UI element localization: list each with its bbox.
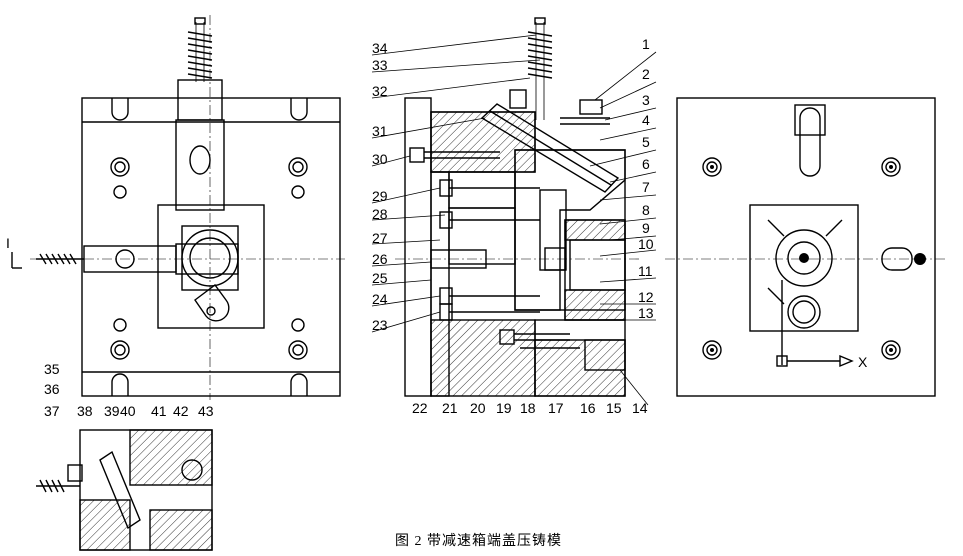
- left-plate-outline: [81, 97, 341, 397]
- leader-lines: [371, 34, 657, 406]
- part-label-7: 7: [642, 179, 650, 195]
- axis-indicator: X: [776, 280, 868, 370]
- part-label-24: 24: [372, 291, 388, 307]
- part-label-20: 20: [470, 400, 486, 416]
- figure-caption: 图 2 带减速箱端盖压铸模: [395, 534, 562, 549]
- part-label-21: 21: [442, 400, 458, 416]
- part-label-39: 39: [104, 403, 120, 419]
- part-label-12: 12: [638, 289, 654, 305]
- part-label-42: 42: [173, 403, 189, 419]
- part-label-5: 5: [642, 134, 650, 150]
- hatched-moving-plate: [430, 319, 536, 397]
- part-label-9: 9: [642, 220, 650, 236]
- part-number-labels: 1 2 3 4 5 6 7 8 9 10 11 12 13 14 22 21 2…: [44, 36, 654, 419]
- part-label-18: 18: [520, 400, 536, 416]
- part-label-37: 37: [44, 403, 60, 419]
- part-label-13: 13: [638, 305, 654, 321]
- part-label-10: 10: [638, 236, 654, 252]
- part-label-38: 38: [77, 403, 93, 419]
- part-label-33: 33: [372, 57, 388, 73]
- part-label-17: 17: [548, 400, 564, 416]
- part-label-8: 8: [642, 202, 650, 218]
- part-label-11: 11: [638, 263, 653, 279]
- angled-core-pin: [480, 103, 620, 193]
- center-section-view: [395, 17, 640, 397]
- part-label-41: 41: [151, 403, 167, 419]
- detail-view: [36, 429, 213, 551]
- part-label-1: 1: [642, 36, 650, 52]
- part-label-25: 25: [372, 270, 388, 286]
- part-label-32: 32: [372, 83, 388, 99]
- part-label-27: 27: [372, 230, 388, 246]
- axis-label-x: X: [858, 354, 868, 370]
- part-label-34: 34: [372, 40, 388, 56]
- part-label-29: 29: [372, 188, 388, 204]
- spring-center: [509, 17, 553, 120]
- part-label-35: 35: [44, 361, 60, 377]
- part-label-31: 31: [372, 123, 388, 139]
- part-label-23: 23: [372, 317, 388, 333]
- part-label-22: 22: [412, 400, 428, 416]
- section-label: I: [6, 235, 10, 251]
- section-mark-I: I: [6, 235, 22, 269]
- part-label-15: 15: [606, 400, 622, 416]
- part-label-2: 2: [642, 66, 650, 82]
- part-label-36: 36: [44, 381, 60, 397]
- part-label-16: 16: [580, 400, 596, 416]
- part-label-6: 6: [642, 156, 650, 172]
- spring-top: [187, 17, 213, 82]
- bolt-holes-left: [110, 157, 308, 360]
- part-label-19: 19: [496, 400, 512, 416]
- hatched-fixed-plate: [430, 111, 536, 173]
- bolt-holes-right: [702, 157, 901, 360]
- part-label-43: 43: [198, 403, 214, 419]
- part-label-14: 14: [632, 400, 648, 416]
- part-label-30: 30: [372, 151, 388, 167]
- part-label-4: 4: [642, 112, 650, 128]
- part-label-26: 26: [372, 251, 388, 267]
- right-view: X: [665, 97, 945, 397]
- part-label-28: 28: [372, 206, 388, 222]
- part-label-3: 3: [642, 92, 650, 108]
- part-label-40: 40: [120, 403, 136, 419]
- left-view: I: [6, 15, 345, 400]
